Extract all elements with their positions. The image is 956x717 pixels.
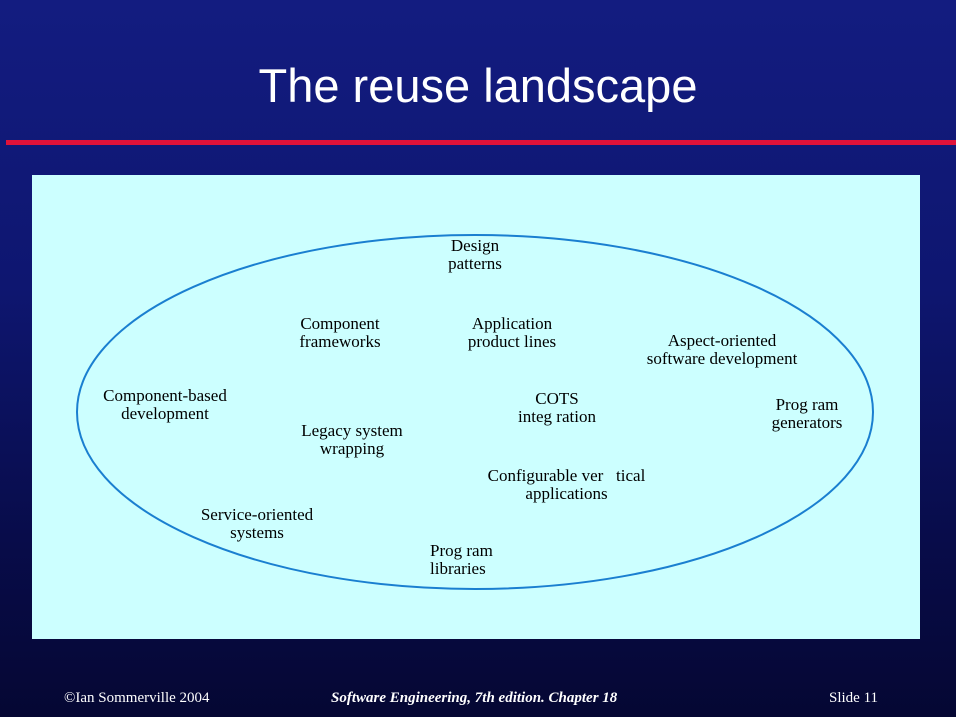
diagram-panel: Design patterns Component frameworks App… [32, 175, 920, 639]
label-service-oriented: Service-oriented systems [200, 505, 314, 542]
label-component-based: Component-based development [103, 386, 227, 423]
reuse-ellipse-svg [76, 234, 874, 590]
label-program-libraries: Prog ram libraries [430, 541, 493, 578]
label-legacy-wrapping: Legacy system wrapping [301, 421, 403, 458]
label-program-generators: Prog ram generators [771, 395, 843, 432]
label-aspect-oriented: Aspect-oriented software development [646, 331, 798, 368]
title-underline [6, 140, 956, 145]
footer-copyright: ©Ian Sommerville 2004 [64, 690, 210, 706]
label-cots-integration: COTS integ ration [518, 389, 596, 426]
footer-book: Software Engineering, 7th edition. Chapt… [331, 690, 618, 706]
reuse-boundary-ellipse [76, 234, 874, 590]
slide-title: The reuse landscape [258, 59, 698, 112]
label-application-product-lines: Application product lines [467, 314, 557, 351]
label-component-frameworks: Component frameworks [299, 314, 381, 351]
label-configurable-vertical: Configurable ver tical applications [487, 466, 646, 503]
footer-slide-number: Slide 11 [829, 690, 879, 706]
label-design-patterns: Design patterns [448, 236, 502, 273]
